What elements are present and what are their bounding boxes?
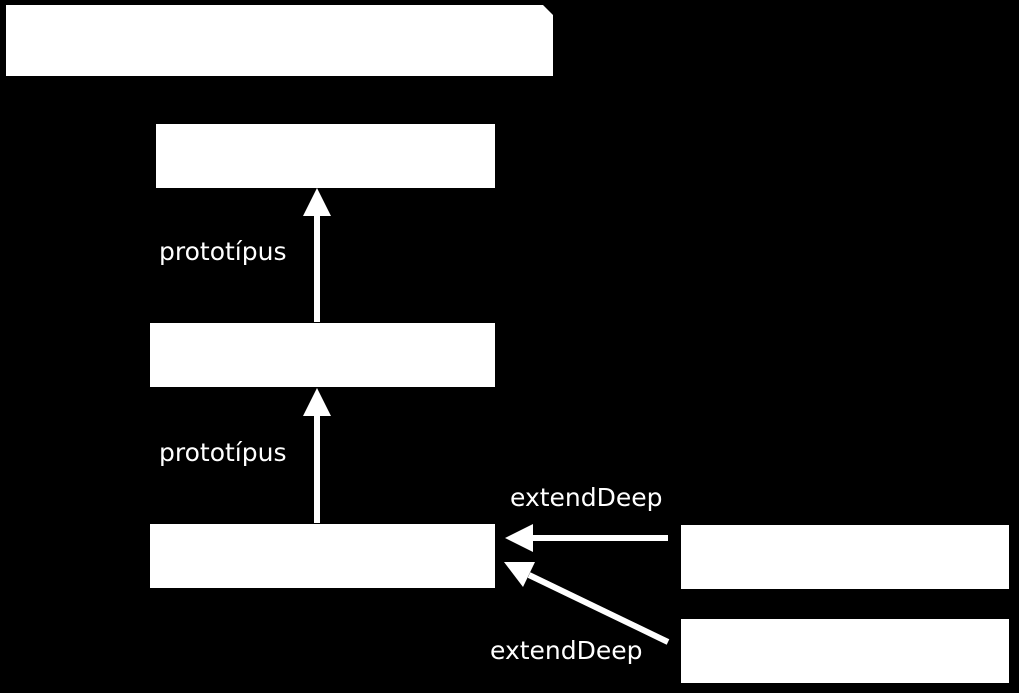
extend-deep-label-lower: extendDeep — [490, 636, 643, 665]
extend-deep-arrowhead-lower — [504, 562, 535, 587]
middle-object-box — [150, 323, 495, 387]
prototype-label-lower: prototípus — [159, 438, 286, 467]
extend-deep-arrowhead-upper — [505, 524, 533, 552]
extend-deep-label-upper: extendDeep — [510, 483, 663, 512]
right-upper-object-box — [681, 525, 1009, 589]
prototype-arrowhead-upper — [303, 188, 331, 216]
top-object-box — [156, 124, 495, 188]
right-lower-object-box — [681, 619, 1009, 683]
bottom-object-box — [150, 524, 495, 588]
title-banner — [6, 5, 553, 76]
prototype-arrowhead-lower — [303, 388, 331, 416]
extend-deep-arrow-lower — [527, 572, 670, 645]
prototype-label-upper: prototípus — [159, 237, 286, 266]
